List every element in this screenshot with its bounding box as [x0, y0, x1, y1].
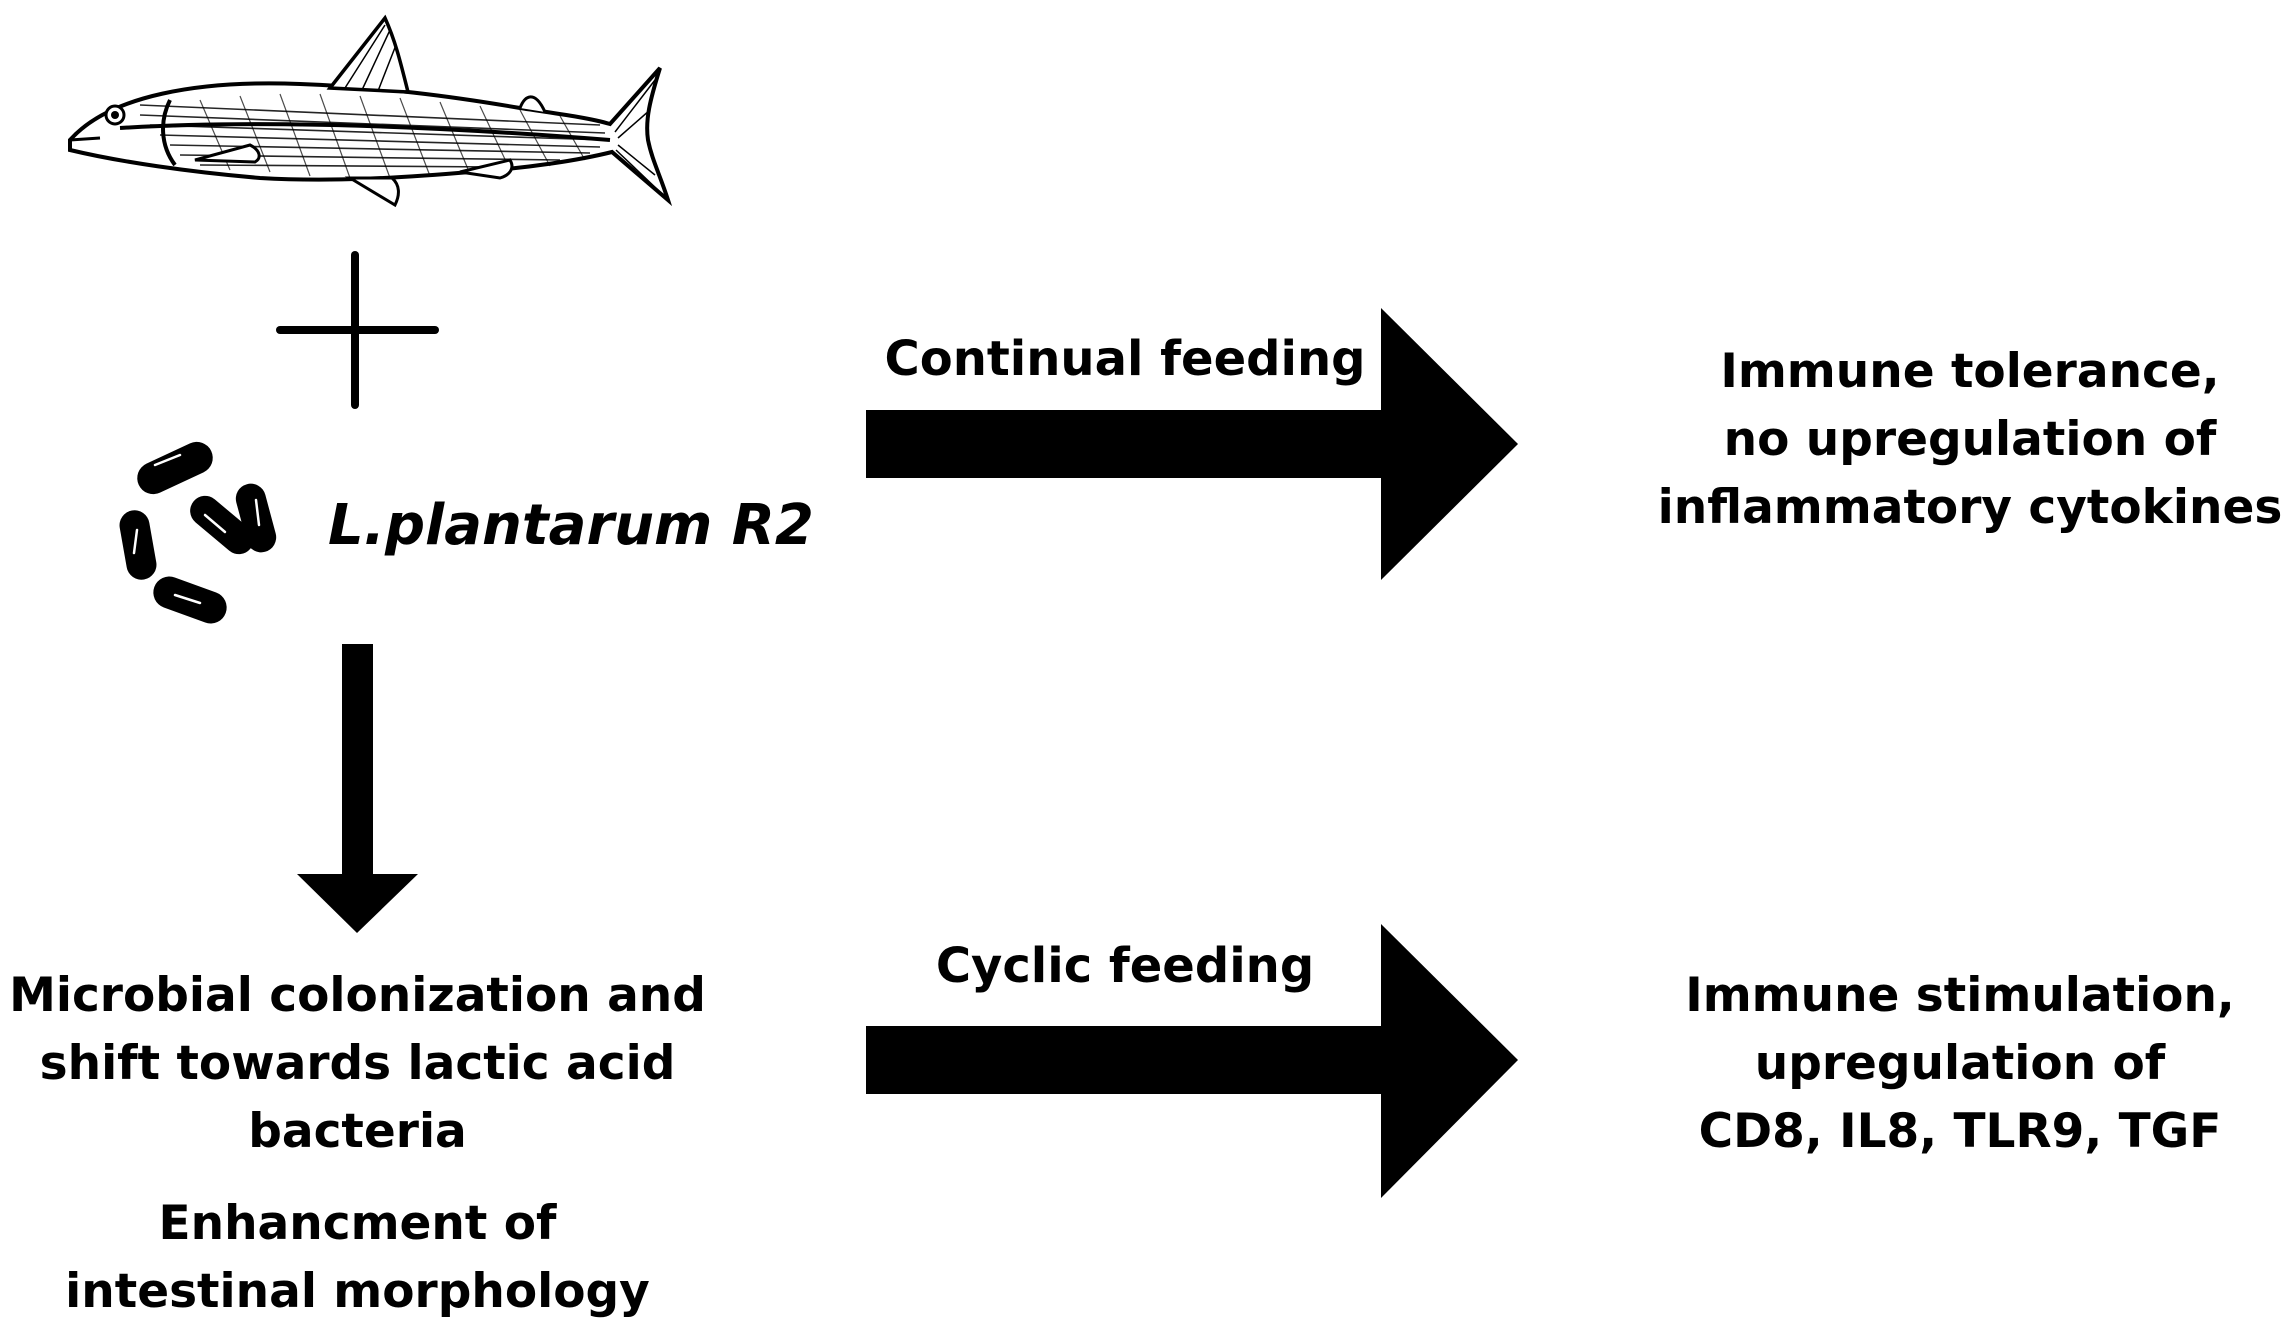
- colonization-text: Microbial colonization and shift towards…: [0, 962, 715, 1166]
- cyclic-outcome-line-2: upregulation of: [1754, 1036, 2166, 1091]
- continual-outcome-line-3: inflammatory cytokines: [1657, 480, 2283, 535]
- cyclic-outcome-line-3: CD8, IL8, TLR9, TGF: [1698, 1104, 2222, 1159]
- continual-feeding-label: Continual feeding: [884, 331, 1366, 387]
- morphology-line-1: Enhancment of: [158, 1196, 557, 1251]
- fish-illustration-icon: [68, 14, 673, 208]
- plus-icon: [276, 251, 439, 409]
- cyclic-outcome-line-1: Immune stimulation,: [1685, 968, 2235, 1023]
- morphology-line-2: intestinal morphology: [65, 1264, 650, 1319]
- species-label: L.plantarum R2: [328, 493, 814, 558]
- morphology-text: Enhancment of intestinal morphology: [0, 1190, 715, 1326]
- cyclic-outcome: Immune stimulation, upregulation of CD8,…: [1600, 962, 2283, 1166]
- continual-outcome-line-2: no upregulation of: [1723, 412, 2217, 467]
- colonization-line-2: shift towards lactic acid: [39, 1036, 676, 1091]
- cyclic-feeding-arrow: [866, 924, 1518, 1198]
- continual-outcome-line-1: Immune tolerance,: [1720, 344, 2220, 399]
- rod-bacteria-icon: [119, 441, 277, 624]
- continual-outcome: Immune tolerance, no upregulation of inf…: [1620, 338, 2283, 542]
- continual-feeding-arrow: [866, 308, 1518, 580]
- down-arrow: [297, 644, 418, 933]
- colonization-line-3: bacteria: [248, 1104, 467, 1159]
- colonization-line-1: Microbial colonization and: [9, 968, 706, 1023]
- cyclic-feeding-label: Cyclic feeding: [935, 938, 1315, 994]
